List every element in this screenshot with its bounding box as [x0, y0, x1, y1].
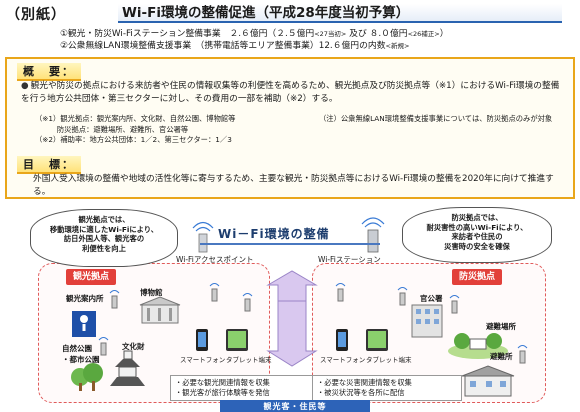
budget-lines: ①観光・防災Wi-Fiステーション整備事業 ２.６億円（２.５億円<27当初> …: [60, 29, 570, 52]
evacuation-site-icon: [448, 333, 508, 359]
tourist-info-sign-icon: [72, 311, 96, 337]
budget-line-2-amount: 12.６億円の内数: [318, 40, 386, 51]
tablet-icon-right: [366, 329, 388, 351]
place-evacuation-site: 避難場所: [486, 322, 516, 331]
disaster-benefit-cloud: 防災拠点では、 耐災害性の高いWi-Fiにより、 来訪者や住民の 災害時の安全を…: [402, 207, 552, 263]
tourism-benefit-cloud: 観光拠点では、 移動環境に適したWi-Fiにより、 訪日外国人等、観光客の 利便…: [30, 209, 178, 267]
wifi-title-underline: [200, 243, 380, 245]
wifi-station-label: Wi-Fiステーション: [318, 255, 381, 264]
government-office-icon: [411, 304, 443, 338]
summary-bullet: ●: [21, 81, 29, 91]
budget-line-2-main: ②公衆無線LAN環境整備支援事業 （携帯電話等エリア整備事業）: [60, 40, 319, 51]
access-point-label: Wi-Fiアクセスポイント: [176, 255, 254, 264]
page-title: Wi-Fi環境の整備促進（平成28年度当初予算）: [118, 4, 562, 23]
wifi-environment-title: Wi－Fi環境の整備: [218, 227, 330, 241]
place-tourist-info: 観光案内所: [66, 294, 104, 303]
disaster-bullet-1: ・必要な災害関連情報を収集: [317, 378, 412, 387]
budget-line-1-suffix: ）: [439, 29, 449, 39]
budget-line-1-mid: 及び ８.０億円: [346, 29, 408, 39]
summary-box: 概 要： ●観光や防災の拠点における来訪者や住民の情報収集等の利便性を高めるため…: [5, 57, 575, 199]
budget-line-2-note: <新規>: [385, 41, 410, 50]
users-band: 観光客・住民等: [220, 400, 370, 412]
shelter-icon: [461, 365, 515, 397]
tourism-bullets: ・必要な観光関連情報を収集 ・観光客が旅行体験等を発信: [170, 375, 320, 401]
goal-label: 目 標：: [17, 156, 81, 174]
tourism-bullet-2: ・観光客が旅行体験等を発信: [175, 388, 270, 397]
place-cultural-property: 文化財: [122, 342, 145, 351]
budget-line-1-prefix: ①観光・防災Wi-Fiステーション整備事業 ２.６億円（２.５億円: [60, 29, 315, 39]
smartphone-icon-left: [196, 329, 208, 351]
disaster-bullet-2: ・被災状況等を各所に配信: [317, 388, 405, 397]
tourism-zone-tag: 観光拠点: [66, 269, 117, 285]
diagram-illustrations: [71, 217, 528, 397]
center-arrows-icon: [266, 270, 318, 367]
smartphone-icon-right: [336, 329, 348, 351]
place-nature-park: 自然公園 ・都市公園: [62, 344, 100, 364]
document-tag: （別紙）: [6, 7, 66, 23]
antenna-icons-left: [98, 283, 253, 356]
smartphone-label-left: スマートフォン: [180, 356, 226, 364]
budget-line-1: ①観光・防災Wi-Fiステーション整備事業 ２.６億円（２.５億円<27当初> …: [60, 29, 570, 41]
wifi-station-icon: [361, 217, 385, 253]
budget-line-2: ②公衆無線LAN環境整備支援事業 （携帯電話等エリア整備事業）12.６億円の内数…: [60, 41, 570, 53]
tablet-icon-left: [226, 329, 248, 351]
antenna-icons-right: [335, 283, 528, 364]
disaster-zone-tag: 防災拠点: [452, 269, 503, 285]
tablet-label-right: タブレット端末: [366, 356, 412, 364]
goal-text: 外国人受入環境の整備や地域の活性化等に寄与するため、主要な観光・防災拠点等におけ…: [33, 174, 554, 197]
summary-text: ●観光や防災の拠点における来訪者や住民の情報収集等の利便性を高めるため、観光拠点…: [21, 80, 566, 105]
place-shelter: 避難所: [490, 352, 513, 361]
place-museum: 博物館: [140, 288, 163, 297]
museum-icon: [139, 296, 181, 324]
summary-body: 観光や防災の拠点における来訪者や住民の情報収集等の利便性を高めるため、観光拠点及…: [21, 81, 560, 104]
access-point-icon: [192, 221, 214, 253]
tourism-bullet-1: ・必要な観光関連情報を収集: [175, 378, 270, 387]
wifi-diagram: 観光拠点では、 移動環境に適したWi-Fiにより、 訪日外国人等、観光客の 利便…: [0, 201, 580, 412]
smartphone-label-right: スマートフォン: [320, 356, 366, 364]
budget-line-1-note-2: <26補正>: [407, 30, 440, 38]
summary-note-right: （注）公衆無線LAN環境整備支援事業については、防災拠点のみが対象: [319, 114, 553, 123]
disaster-bullets: ・必要な災害関連情報を収集 ・被災状況等を各所に配信: [312, 375, 462, 401]
summary-note-left: （※1）観光拠点：観光案内所、文化財、自然公園、博物館等 防災拠点：避難場所、避…: [35, 114, 236, 144]
summary-label: 概 要：: [17, 63, 81, 81]
tablet-label-left: タブレット端末: [226, 356, 272, 364]
nature-park-icon: [71, 363, 103, 391]
place-government-office: 官公署: [420, 294, 443, 303]
castle-icon: [110, 350, 145, 386]
budget-line-1-note-1: <27当初>: [314, 30, 347, 38]
